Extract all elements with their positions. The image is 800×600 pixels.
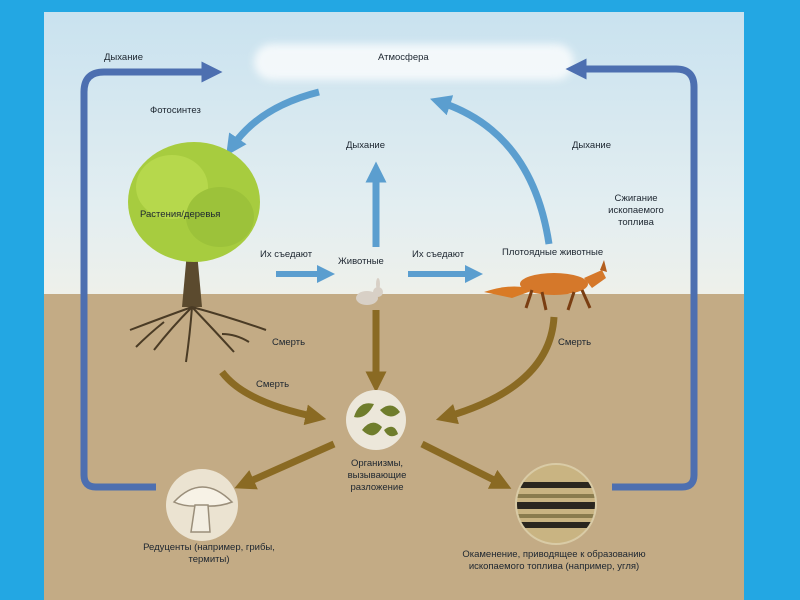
respiration-center-label: Дыхание — [346, 140, 385, 152]
death-left-label: Смерть — [256, 379, 289, 391]
death-right-label: Смерть — [558, 337, 591, 349]
fox-icon — [484, 260, 607, 310]
diagram-graphics — [44, 12, 744, 600]
fossil-fuel-burning-label: Сжигание ископаемого топлива — [596, 193, 676, 229]
fossilization-label: Окаменение, приводящее к образованию иск… — [436, 549, 672, 573]
photosynthesis-label: Фотосинтез — [150, 105, 201, 117]
animals-label: Животные — [338, 256, 384, 268]
respiration-left-label: Дыхание — [104, 52, 143, 64]
carnivore-respiration-arrow — [440, 102, 549, 244]
carbon-cycle-diagram: Атмосфера Дыхание Фотосинтез Дыхание Дых… — [44, 12, 744, 600]
atmosphere-label: Атмосфера — [378, 52, 429, 64]
to-reducers-arrow — [244, 444, 334, 484]
eaten-label-1: Их съедают — [260, 249, 312, 261]
reducers-label: Редуценты (например, грибы, термиты) — [134, 542, 284, 566]
eaten-label-2: Их съедают — [412, 249, 464, 261]
to-fossil-arrow — [422, 444, 502, 484]
coal-layers-icon — [514, 464, 598, 548]
decomposer-organisms-icon — [346, 390, 406, 450]
photosynthesis-arrow — [232, 92, 319, 147]
decomposers-label: Организмы, вызывающие разложение — [329, 458, 425, 494]
respiration-right-label: Дыхание — [572, 140, 611, 152]
tree-icon — [128, 142, 266, 362]
mushroom-icon — [166, 469, 238, 541]
death-right-arrow — [446, 317, 554, 417]
rabbit-icon — [356, 278, 383, 305]
plants-label: Растения/деревья — [140, 209, 220, 221]
death-center-label: Смерть — [272, 337, 305, 349]
carnivores-label: Плотоядные животные — [502, 247, 603, 259]
